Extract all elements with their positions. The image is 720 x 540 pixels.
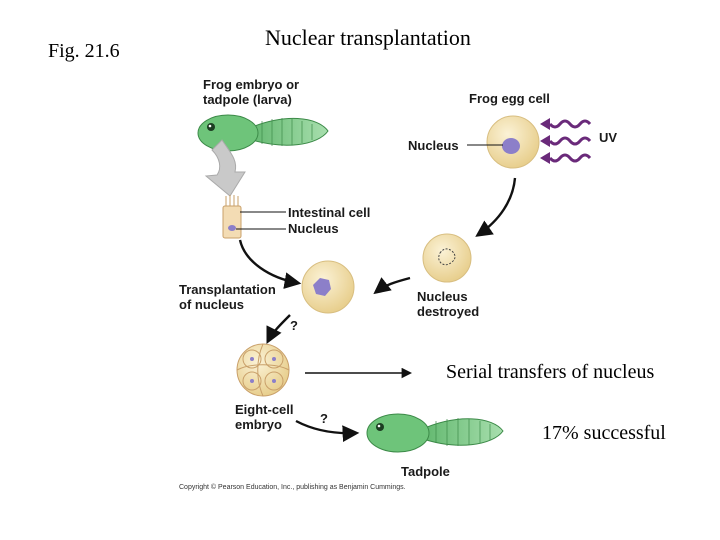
success-rate-text: 17% successful — [542, 422, 666, 444]
enucleated-egg-illustration — [422, 233, 472, 283]
serial-transfers-text: Serial transfers of nucleus — [446, 361, 655, 383]
intestinal-cell-illustration — [222, 195, 242, 239]
question-mark-1: ? — [290, 318, 298, 333]
uv-label: UV — [599, 130, 618, 145]
intestinal-cell-label: Intestinal cell — [288, 205, 371, 220]
uv-rays — [548, 119, 592, 163]
arrow-destroyed-to-recipient — [373, 276, 411, 295]
frog-egg-cell-label: Frog egg cell — [469, 91, 550, 106]
arrow-embryo-to-tadpole — [295, 419, 360, 443]
eight-cell-line2: embryo — [235, 417, 282, 432]
nucleus-destroyed-line2: destroyed — [417, 304, 480, 319]
tadpole-illustration — [366, 413, 504, 453]
arrow-intestinal-to-recipient — [238, 239, 302, 289]
copyright-notice: Copyright © Pearson Education, Inc., pub… — [179, 484, 406, 491]
transplantation-line1: Transplantation — [179, 282, 276, 297]
frog-egg-cell-illustration — [486, 115, 540, 169]
frog-tadpole-illustration — [197, 114, 329, 152]
gray-dissection-arrow — [204, 139, 246, 197]
eight-cell-embryo-illustration — [236, 343, 290, 397]
tadpole-label: Tadpole — [401, 464, 450, 479]
eight-cell-embryo-label: Eight-cell embryo — [235, 402, 294, 432]
uv-arrowheads — [540, 118, 550, 164]
arrow-recipient-to-embryo — [266, 314, 291, 345]
frog-embryo-label-line1: Frog embryo or — [203, 77, 300, 92]
transplanted-egg-illustration — [301, 260, 355, 314]
diagram-title: Nuclear transplantation — [265, 25, 471, 50]
figure-label: Fig. 21.6 — [48, 40, 120, 62]
nucleus-destroyed-line1: Nucleus — [417, 289, 468, 304]
transplantation-line2: of nucleus — [179, 297, 245, 312]
eight-cell-line1: Eight-cell — [235, 402, 294, 417]
intestinal-nucleus-label: Nucleus — [288, 221, 339, 236]
frog-embryo-label: Frog embryo or tadpole (larva) — [203, 77, 299, 107]
nucleus-destroyed-label: Nucleus destroyed — [417, 289, 479, 319]
egg-nucleus-label: Nucleus — [408, 138, 459, 153]
frog-embryo-label-line2: tadpole (larva) — [203, 92, 292, 107]
question-mark-2: ? — [320, 411, 328, 426]
transplantation-label: Transplantation of nucleus — [179, 282, 276, 312]
arrow-egg-to-uv-treated — [475, 177, 517, 237]
